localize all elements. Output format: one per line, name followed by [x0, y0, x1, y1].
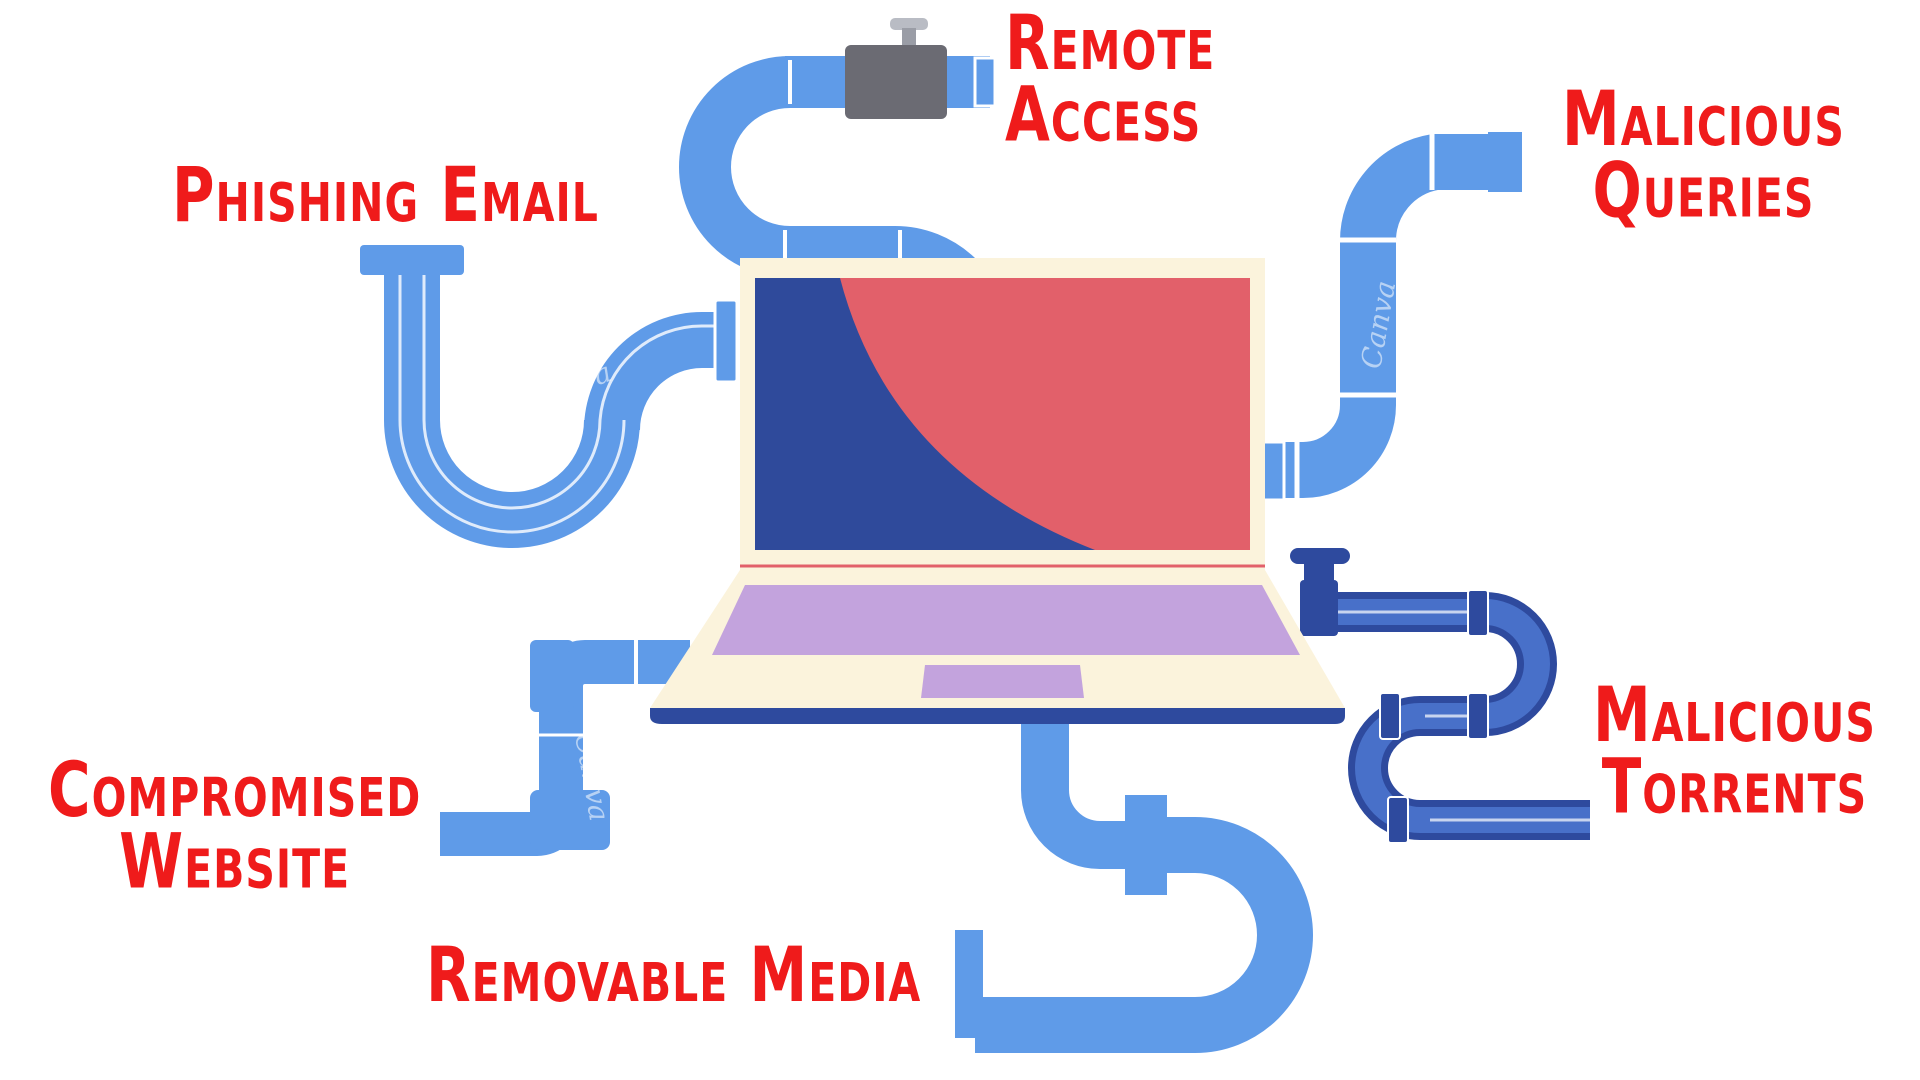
- malicious-queries-pipe: Canva: [1260, 132, 1522, 502]
- label-malicious-torrents-line-1: Malicious: [1593, 670, 1876, 760]
- phishing-email-pipe: Canva: [360, 245, 739, 548]
- label-compromised-website-line-1: Compromised: [48, 745, 422, 835]
- removable-media-pipe: [955, 720, 1313, 1053]
- malicious-torrents-pipe: [1290, 548, 1590, 844]
- laptop-screen: [755, 278, 1250, 550]
- compromised-website-pipe: Canva: [440, 640, 690, 856]
- label-removable-media: Removable Media: [426, 930, 922, 1020]
- label-malicious-torrents-line-2: Torrents: [1601, 742, 1868, 831]
- valve-icon: [1290, 548, 1350, 636]
- label-remote-access-line-1: Remote: [1005, 0, 1216, 88]
- label-phishing-email: Phishing Email: [172, 150, 599, 240]
- label-malicious-queries-line-2: Queries: [1592, 146, 1815, 235]
- label-remote-access: Remote Access: [1005, 0, 1216, 159]
- label-malicious-queries: Malicious Queries: [1562, 74, 1845, 235]
- label-compromised-website: Compromised Website: [48, 745, 422, 906]
- laptop-illustration: [650, 258, 1345, 724]
- keyboard: [712, 585, 1300, 655]
- label-malicious-torrents: Malicious Torrents: [1593, 670, 1876, 831]
- valve-icon: [845, 18, 947, 119]
- trackpad: [921, 665, 1084, 698]
- label-malicious-queries-line-1: Malicious: [1562, 74, 1845, 164]
- label-compromised-website-line-2: Website: [119, 817, 351, 906]
- label-remote-access-line-2: Access: [1005, 70, 1202, 159]
